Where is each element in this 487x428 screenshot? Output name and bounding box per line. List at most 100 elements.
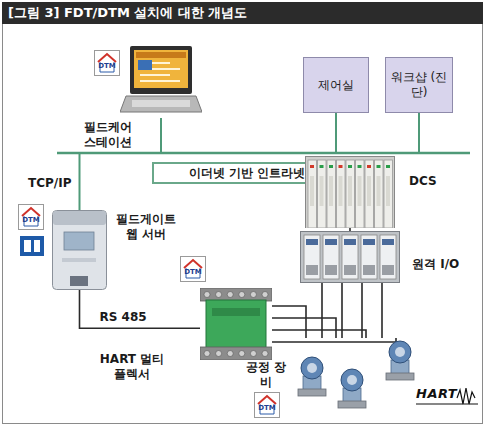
illustration-rect — [132, 100, 190, 107]
illustration-rect — [318, 160, 327, 228]
illustration-rect — [62, 258, 96, 262]
illustration-rect — [367, 165, 371, 168]
illustration-rect — [304, 235, 320, 279]
illustration-rect — [386, 165, 390, 168]
vendor-logo-mark — [24, 240, 31, 252]
illustration-circle — [227, 292, 233, 298]
illustration-circle — [204, 351, 210, 357]
illustration-circle — [250, 351, 256, 357]
dtm-icon: DTM — [254, 392, 280, 418]
ethernet-bus — [57, 152, 470, 155]
illustration-rect — [310, 176, 314, 206]
illustration-rect — [130, 46, 192, 94]
dtm-text: DTM — [181, 268, 205, 276]
illustration-circle — [239, 351, 245, 357]
wire-connector — [272, 306, 396, 342]
mux-illustration — [200, 288, 272, 360]
illustration-rect — [325, 239, 337, 245]
illustration-rect — [323, 235, 339, 279]
illustration-circle — [250, 292, 256, 298]
title-bar: [그림 3] FDT/DTM 설치에 대한 개념도 — [2, 2, 483, 24]
dtm-icon: DTM — [94, 50, 120, 76]
illustration-rect — [306, 239, 318, 245]
illustration-rect — [367, 176, 371, 206]
illustration-rect — [306, 265, 318, 275]
illustration-circle — [262, 351, 268, 357]
illustration-rect — [212, 308, 260, 316]
tcpip-link — [79, 153, 81, 210]
wire-connector — [322, 283, 382, 338]
illustration-rect — [136, 52, 186, 58]
illustration-rect — [320, 165, 324, 168]
illustration-circle — [307, 363, 317, 373]
illustration-rect — [344, 239, 356, 245]
illustration-rect — [339, 176, 343, 206]
illustration-rect — [140, 74, 170, 76]
illustration-rect — [138, 60, 152, 70]
wire-connector — [349, 228, 351, 231]
illustration-rect — [348, 165, 352, 168]
illustration-circle — [389, 341, 411, 363]
bus-drop — [160, 118, 162, 153]
illustration-rect — [363, 265, 375, 275]
illustration-circle — [216, 351, 222, 357]
laptop-illustration — [120, 44, 202, 118]
illustration-rect — [384, 160, 393, 228]
illustration-rect — [344, 265, 356, 275]
illustration-rect — [53, 211, 107, 290]
illustration-polyline — [258, 396, 276, 404]
illustration-rect — [140, 80, 180, 82]
hart-logo-text: HART — [416, 386, 457, 401]
illustration-rect — [361, 235, 377, 279]
illustration-rect — [358, 176, 362, 206]
dtm-text: DTM — [255, 404, 279, 412]
node-label: 공정 장비 — [240, 360, 292, 390]
illustration-circle — [301, 357, 323, 379]
illustration-rect — [348, 176, 352, 206]
illustration-rect — [337, 160, 346, 228]
node-text: 제어실 — [318, 78, 354, 93]
illustration-rect — [377, 176, 381, 206]
vendor-logo-mark — [34, 240, 40, 252]
dtm-text: DTM — [19, 216, 43, 224]
illustration-rect — [363, 239, 375, 245]
illustration-circle — [204, 292, 210, 298]
illustration-rect — [377, 165, 381, 168]
illustration-rect — [325, 265, 337, 275]
illustration-circle — [239, 292, 245, 298]
dtm-icon: DTM — [180, 256, 206, 282]
dcs-illustration — [305, 156, 395, 228]
illustration-rect — [308, 160, 317, 228]
illustration-rect — [306, 157, 395, 229]
illustration-circle — [262, 292, 268, 298]
illustration-rect — [338, 401, 366, 408]
remote-io: 원격 I/O — [300, 231, 400, 283]
illustration-rect — [327, 160, 336, 228]
diagram-title: [그림 3] FDT/DTM 설치에 대한 개념도 — [8, 5, 247, 20]
process-devices: 공정 장비 — [292, 338, 420, 420]
hart-multiplexer: HART 멀티플렉서 — [200, 288, 272, 360]
illustration-rect — [329, 165, 333, 168]
illustration-rect — [64, 232, 94, 250]
connector-label: RS 485 — [100, 310, 147, 324]
dcs-rack: DCS — [305, 156, 395, 228]
illustration-rect — [298, 389, 326, 396]
illustration-rect — [310, 165, 314, 168]
illustration-rect — [329, 176, 333, 206]
illustration-polyline — [98, 54, 116, 62]
workshop-box: 워크샵 (진단) — [385, 57, 453, 113]
illustration-rect — [382, 239, 394, 245]
hart-waveform — [457, 388, 475, 404]
illustration-rect — [375, 160, 384, 228]
devices-illustration — [292, 338, 420, 420]
illustration-rect — [53, 211, 106, 225]
illustration-polyline — [184, 260, 202, 268]
illustration-polygon — [120, 96, 202, 112]
node-label: HART 멀티플렉서 — [96, 352, 168, 382]
field-care-station: 필드케어 스테이션 — [120, 44, 202, 118]
illustration-polyline — [22, 208, 40, 216]
illustration-rect — [346, 160, 355, 228]
illustration-circle — [347, 375, 357, 385]
wire-connector — [80, 290, 201, 328]
node-label: 필드케어 스테이션 — [78, 120, 138, 150]
